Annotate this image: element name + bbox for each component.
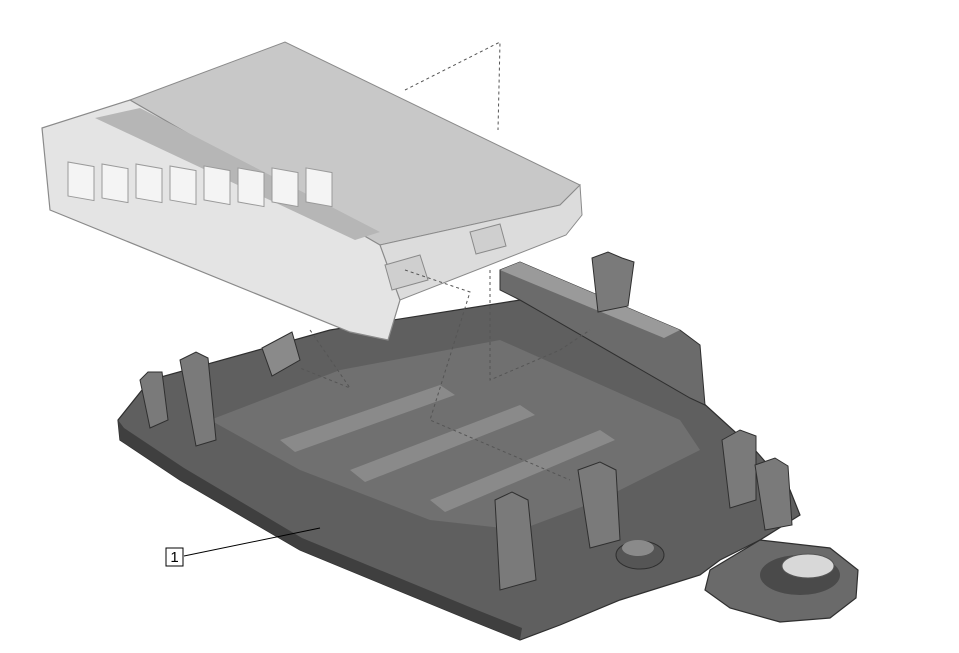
- connector-port: [305, 167, 333, 208]
- control-module: [41, 41, 583, 341]
- callout-label: 1: [170, 549, 178, 566]
- guide-line: [404, 269, 571, 481]
- connector-port: [203, 165, 231, 206]
- connector-port: [135, 163, 163, 204]
- bracket-clip-left-3: [261, 331, 301, 377]
- bracket-clip-right-2: [754, 457, 793, 531]
- connector-port: [101, 163, 129, 204]
- connector-ports: [67, 161, 333, 208]
- guide-line: [489, 270, 591, 381]
- bracket-clip-front-1: [494, 491, 537, 591]
- bracket-ear-pin: [781, 553, 835, 579]
- bracket-clip-left-1: [139, 371, 169, 429]
- connector-port: [67, 161, 95, 202]
- connector-port: [169, 165, 197, 206]
- bracket-clip-left-2: [179, 351, 217, 447]
- callout-box: [165, 547, 184, 567]
- connector-port: [271, 167, 299, 208]
- module-mounting-tab: [469, 223, 507, 255]
- bracket-rib-2: [350, 405, 535, 482]
- bracket-front-rim: [118, 420, 522, 640]
- assembly-guide-lines: [299, 41, 591, 481]
- bracket-rib-3: [430, 430, 615, 512]
- bracket-clip-front-2: [577, 461, 621, 549]
- mounting-bracket: [117, 251, 859, 641]
- bracket-rib-1: [280, 385, 455, 452]
- connector-port: [237, 167, 265, 208]
- bracket-back-wall-top: [500, 262, 680, 338]
- callout-leader-line: [183, 527, 321, 557]
- bracket-back-wall: [499, 261, 706, 406]
- callout-1: 1: [165, 527, 321, 567]
- module-mounting-tab: [384, 254, 429, 291]
- module-connector-face: [41, 99, 401, 341]
- bracket-boss-top: [622, 540, 654, 556]
- bracket-clip-back: [591, 251, 635, 313]
